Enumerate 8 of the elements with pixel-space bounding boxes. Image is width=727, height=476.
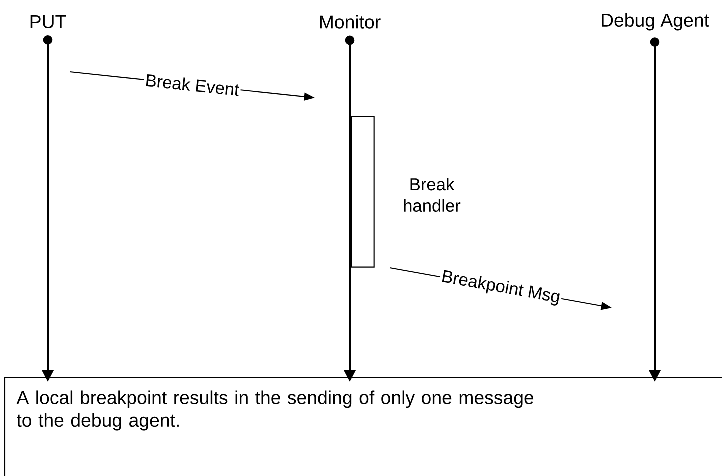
activation-box [351,116,375,268]
arrow-label: Breakpoint Msg [438,268,564,308]
lifeline-label: Monitor [320,15,381,29]
arrow-label: Break Event [143,72,242,98]
lifeline-label: PUT [30,16,66,29]
caption: A local breakpoint results in the sending of only one message to the debug agent. [16,390,534,431]
box-caption: Break handler [404,178,461,212]
lifeline-label: Debug Agent [602,13,710,31]
